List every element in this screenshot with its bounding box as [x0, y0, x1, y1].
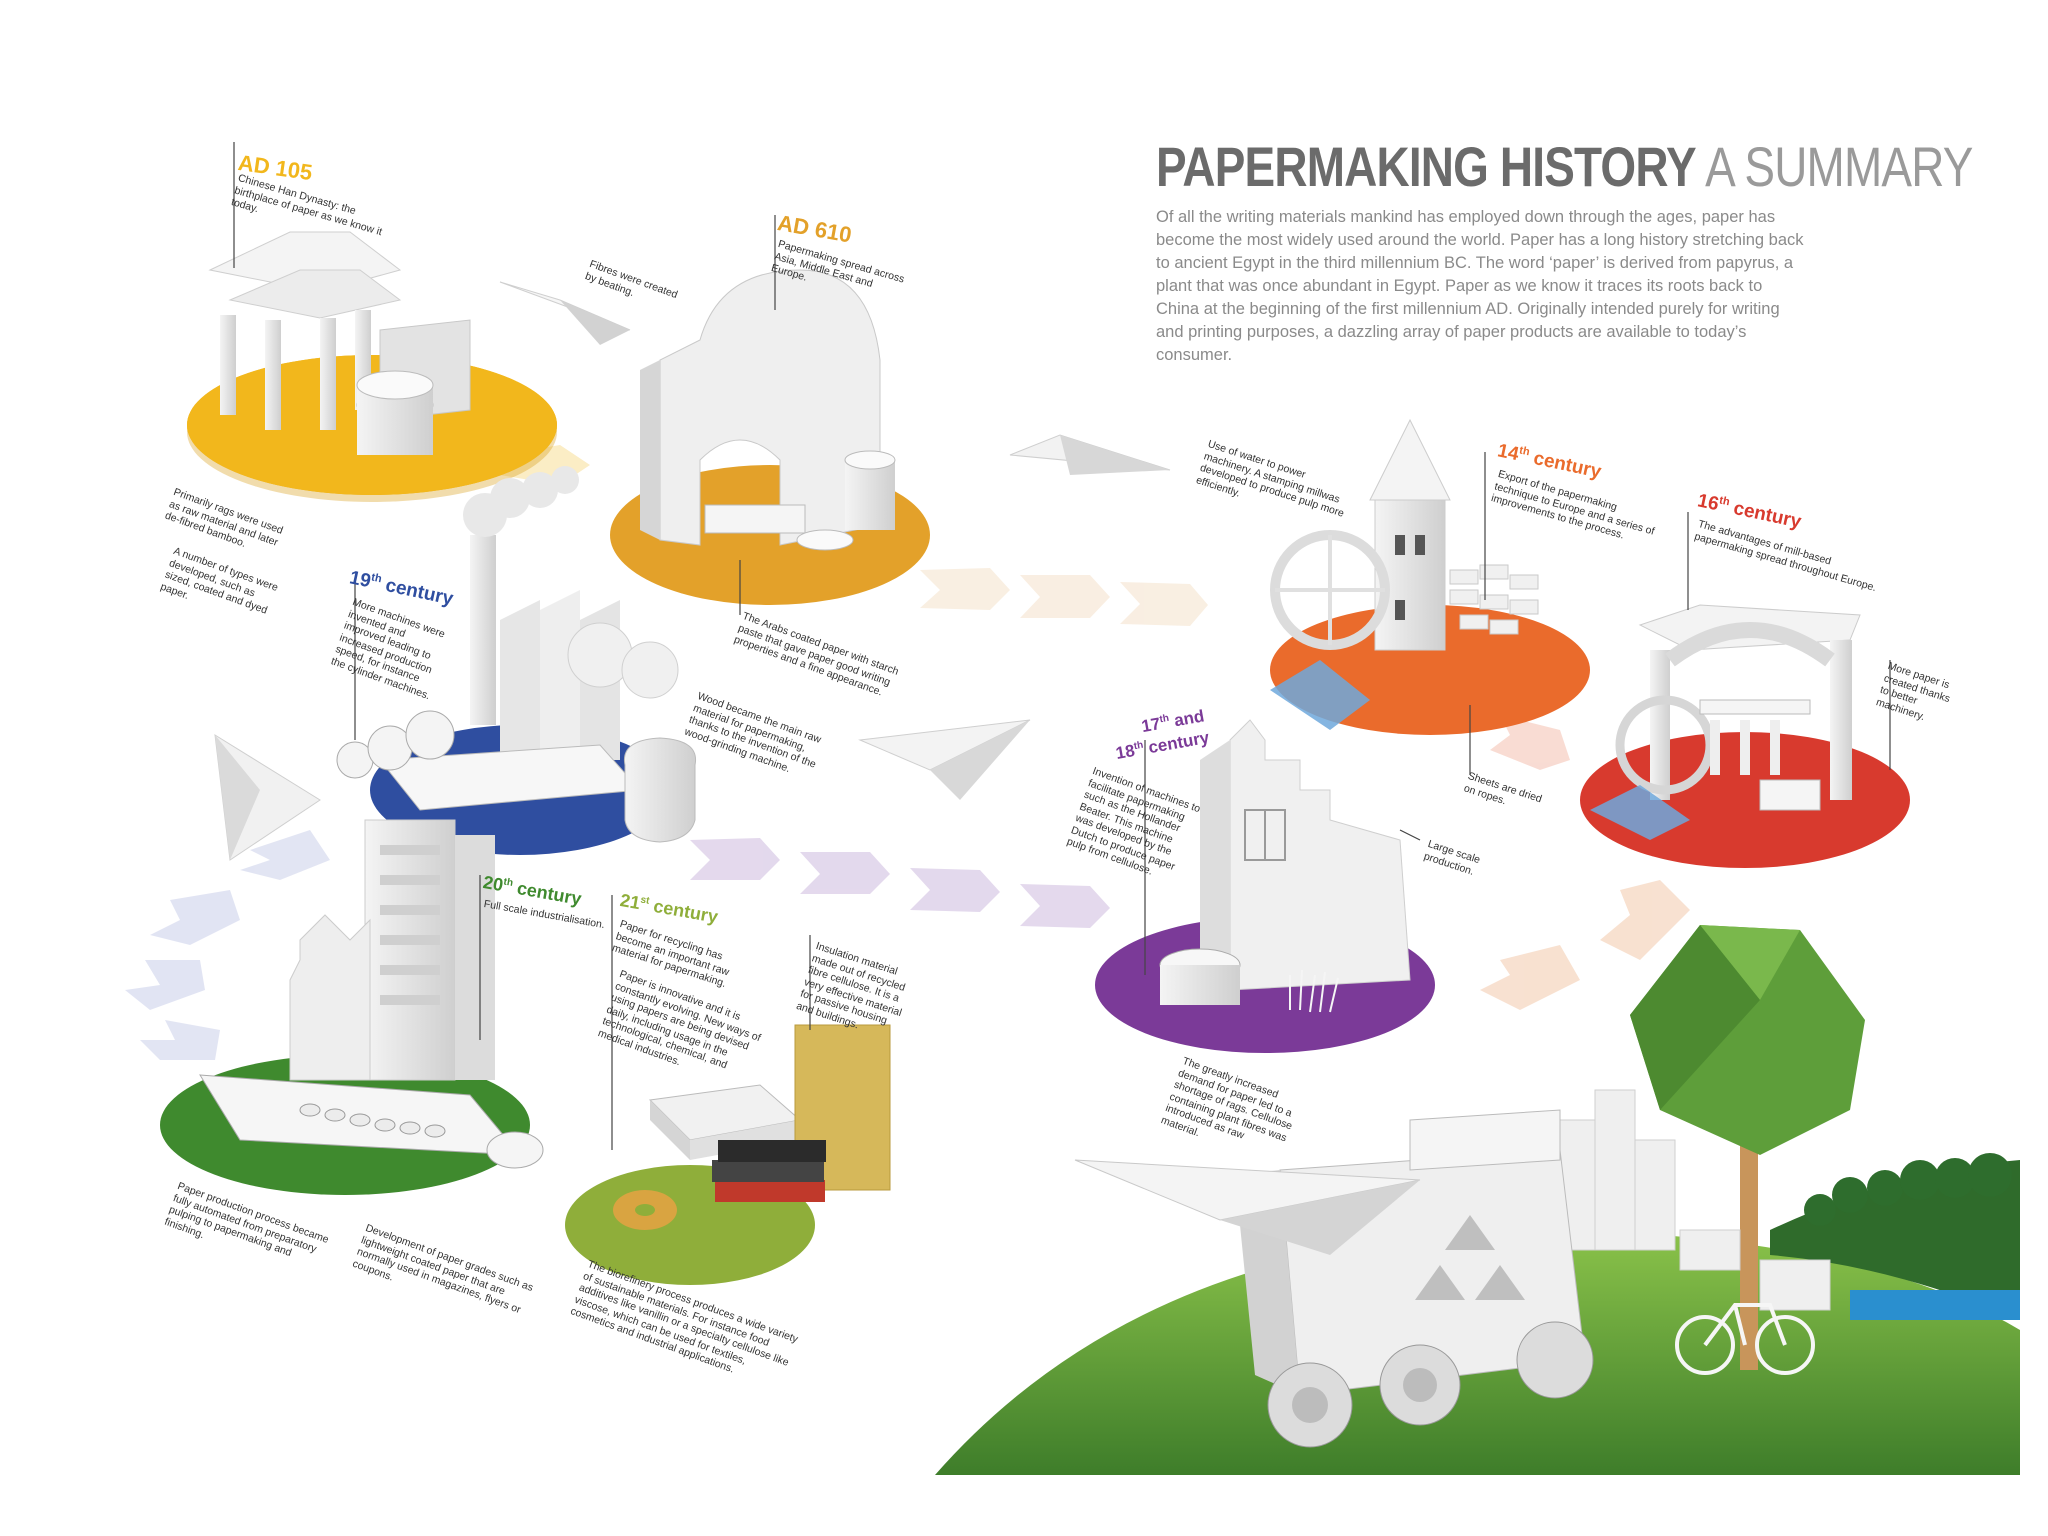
arrow-chevron [240, 830, 330, 880]
era-19-sup: th [370, 571, 383, 586]
water-strip [1850, 1290, 2020, 1320]
scene-14th-century [1270, 418, 1590, 735]
paper-plane-icon [1009, 434, 1171, 475]
building-icon [364, 819, 456, 1081]
paper-plane-icon [499, 281, 631, 345]
tree-icon [567, 622, 679, 699]
arrow-chevron [1120, 582, 1208, 626]
large-paper-plane-icon [1074, 1159, 1421, 1255]
arrow-chevron [690, 838, 780, 880]
era-19-number: 19 [347, 567, 373, 593]
tree-trunk-icon [1740, 1100, 1758, 1370]
paper-city-icon [1559, 1089, 1831, 1311]
scene-ad610 [610, 269, 930, 605]
era-20-sup: th [502, 876, 514, 889]
era-21-number: 21 [618, 890, 642, 914]
title-main: PAPERMAKING HISTORY [1156, 135, 1697, 198]
chimney-icon [470, 535, 496, 725]
arrow-chevron [1490, 715, 1570, 770]
tower-roof-icon [1369, 418, 1451, 501]
era-16-sup: th [1718, 494, 1731, 509]
intro-paragraph: Of all the writing materials mankind has… [1156, 208, 1804, 364]
title-sub: A SUMMARY [1705, 135, 1973, 198]
arrow-chevron [150, 890, 240, 945]
bicycle-icon [1675, 1303, 1815, 1375]
recycle-icon [1415, 1215, 1525, 1300]
smoke-icon [463, 466, 579, 537]
flow-arrows [125, 445, 1690, 1060]
dutch-house-icon [1229, 719, 1411, 991]
scene-21st-century [565, 1024, 891, 1285]
scene-17th-18th-century [1095, 719, 1435, 1053]
paper-planes [214, 281, 1171, 861]
era-16-number: 16 [1695, 490, 1721, 516]
recycling-scene [935, 925, 2020, 1475]
house-silhouette-icon [289, 914, 371, 1081]
leader-lines [233, 142, 1891, 1150]
arrow-chevron [920, 568, 1010, 610]
brick-wall-icon [1449, 564, 1539, 635]
era-14-sup: th [1518, 444, 1531, 459]
arrow-chevron [1480, 945, 1580, 1010]
forest-icon [1804, 1153, 2012, 1226]
arrow-chevron [1600, 880, 1690, 960]
era-17-sup: th [1158, 712, 1170, 726]
paper-roll-icon [486, 1131, 544, 1169]
arrow-chevron [125, 960, 205, 1010]
paper-plane-icon [858, 719, 1031, 800]
scene-19th-century [336, 466, 697, 855]
plant-fibres-icon [1289, 969, 1339, 1013]
page-title: PAPERMAKING HISTORY A SUMMARY [1156, 134, 1973, 199]
folded-textiles-icon [712, 1140, 826, 1202]
arrow-chevron [800, 852, 890, 894]
arrow-chevron [140, 1020, 220, 1060]
era-18-sup: th [1132, 739, 1145, 752]
scene-ad105 [187, 231, 557, 502]
scene-16th-century [1580, 604, 1910, 868]
barrel-icon [623, 737, 697, 843]
arrow-chevron [910, 868, 1000, 912]
era-21-sup: st [639, 894, 651, 907]
arch-wall-icon [659, 269, 881, 546]
arrow-chevron [1020, 575, 1110, 618]
arrow-chevron [1020, 884, 1110, 928]
paper-plane-icon [214, 734, 321, 861]
era-20-number: 20 [481, 872, 505, 896]
scene-20th-century [160, 819, 544, 1195]
era-14-number: 14 [1495, 440, 1521, 466]
